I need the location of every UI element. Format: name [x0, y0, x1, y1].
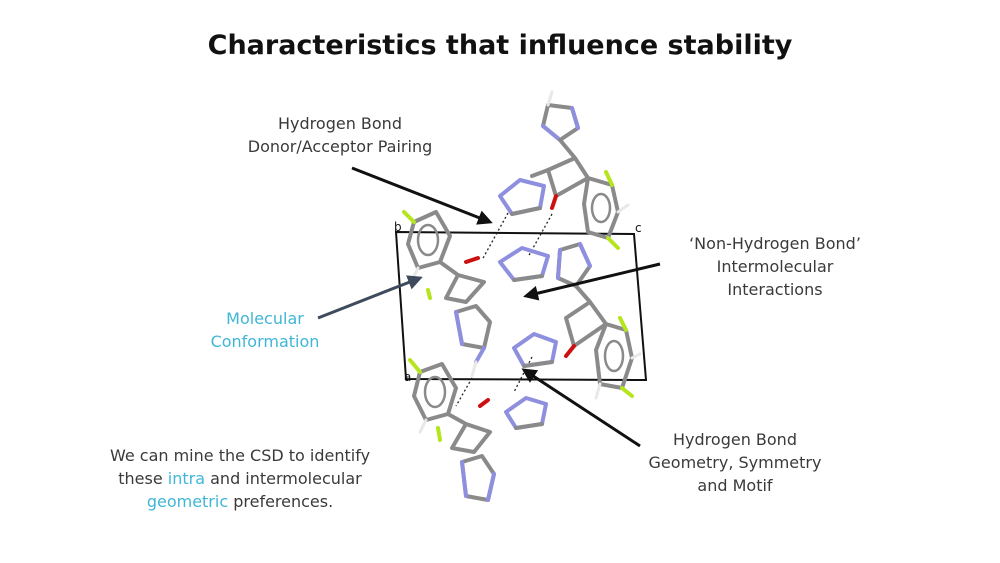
label-conformation-line1: Molecular: [226, 309, 304, 328]
label-conformation-line2: Conformation: [210, 332, 320, 351]
axis-label-c: c: [635, 221, 642, 235]
csd-mining-note-line2-pre: these: [118, 469, 168, 488]
molecule-bottom: [408, 358, 548, 502]
slide-title: Characteristics that influence stability: [207, 30, 793, 61]
label-non-hbond-line3: Interactions: [727, 280, 823, 299]
label-non-hbond-line1: ‘Non-Hydrogen Bond’: [689, 234, 861, 253]
axis-label-b: b: [394, 220, 402, 234]
csd-mining-note-line1: We can mine the CSD to identify: [109, 446, 371, 465]
arrow-non-hbond: [523, 262, 661, 301]
label-hbond-pairing-line1: Hydrogen Bond: [278, 114, 402, 133]
molecule-right: [512, 242, 642, 400]
csd-mining-note-geometric: geometric: [146, 492, 229, 511]
unit-cell-outline: [394, 230, 648, 382]
label-hbond-geometry-line3: and Motif: [697, 476, 773, 495]
csd-mining-note-line3-post: preferences.: [228, 492, 334, 511]
label-hbond-geometry: Hydrogen Bond Geometry, Symmetry and Mot…: [625, 428, 845, 497]
csd-mining-note-intra: intra: [167, 469, 206, 488]
label-non-hbond-line2: Intermolecular: [716, 257, 834, 276]
axis-label-a: a: [404, 370, 411, 384]
molecule-left: [402, 210, 550, 378]
label-hbond-geometry-line2: Geometry, Symmetry: [648, 453, 822, 472]
label-hbond-geometry-line1: Hydrogen Bond: [673, 430, 797, 449]
arrow-conformation: [317, 275, 423, 320]
molecule-top: [498, 90, 630, 250]
arrow-hbond-geometry: [521, 368, 641, 448]
label-conformation: Molecular Conformation: [175, 307, 355, 353]
arrow-hbond-pairing: [351, 166, 493, 225]
csd-mining-note: We can mine the CSD to identify these in…: [75, 444, 405, 513]
label-hbond-pairing: Hydrogen Bond Donor/Acceptor Pairing: [195, 112, 485, 158]
csd-mining-note-line3: geometric preferences.: [75, 490, 405, 513]
label-non-hbond: ‘Non-Hydrogen Bond’ Intermolecular Inter…: [655, 232, 895, 301]
label-hbond-pairing-line2: Donor/Acceptor Pairing: [247, 137, 433, 156]
csd-mining-note-line2-post: and intermolecular: [205, 469, 362, 488]
csd-mining-note-line2: these intra and intermolecular: [75, 467, 405, 490]
